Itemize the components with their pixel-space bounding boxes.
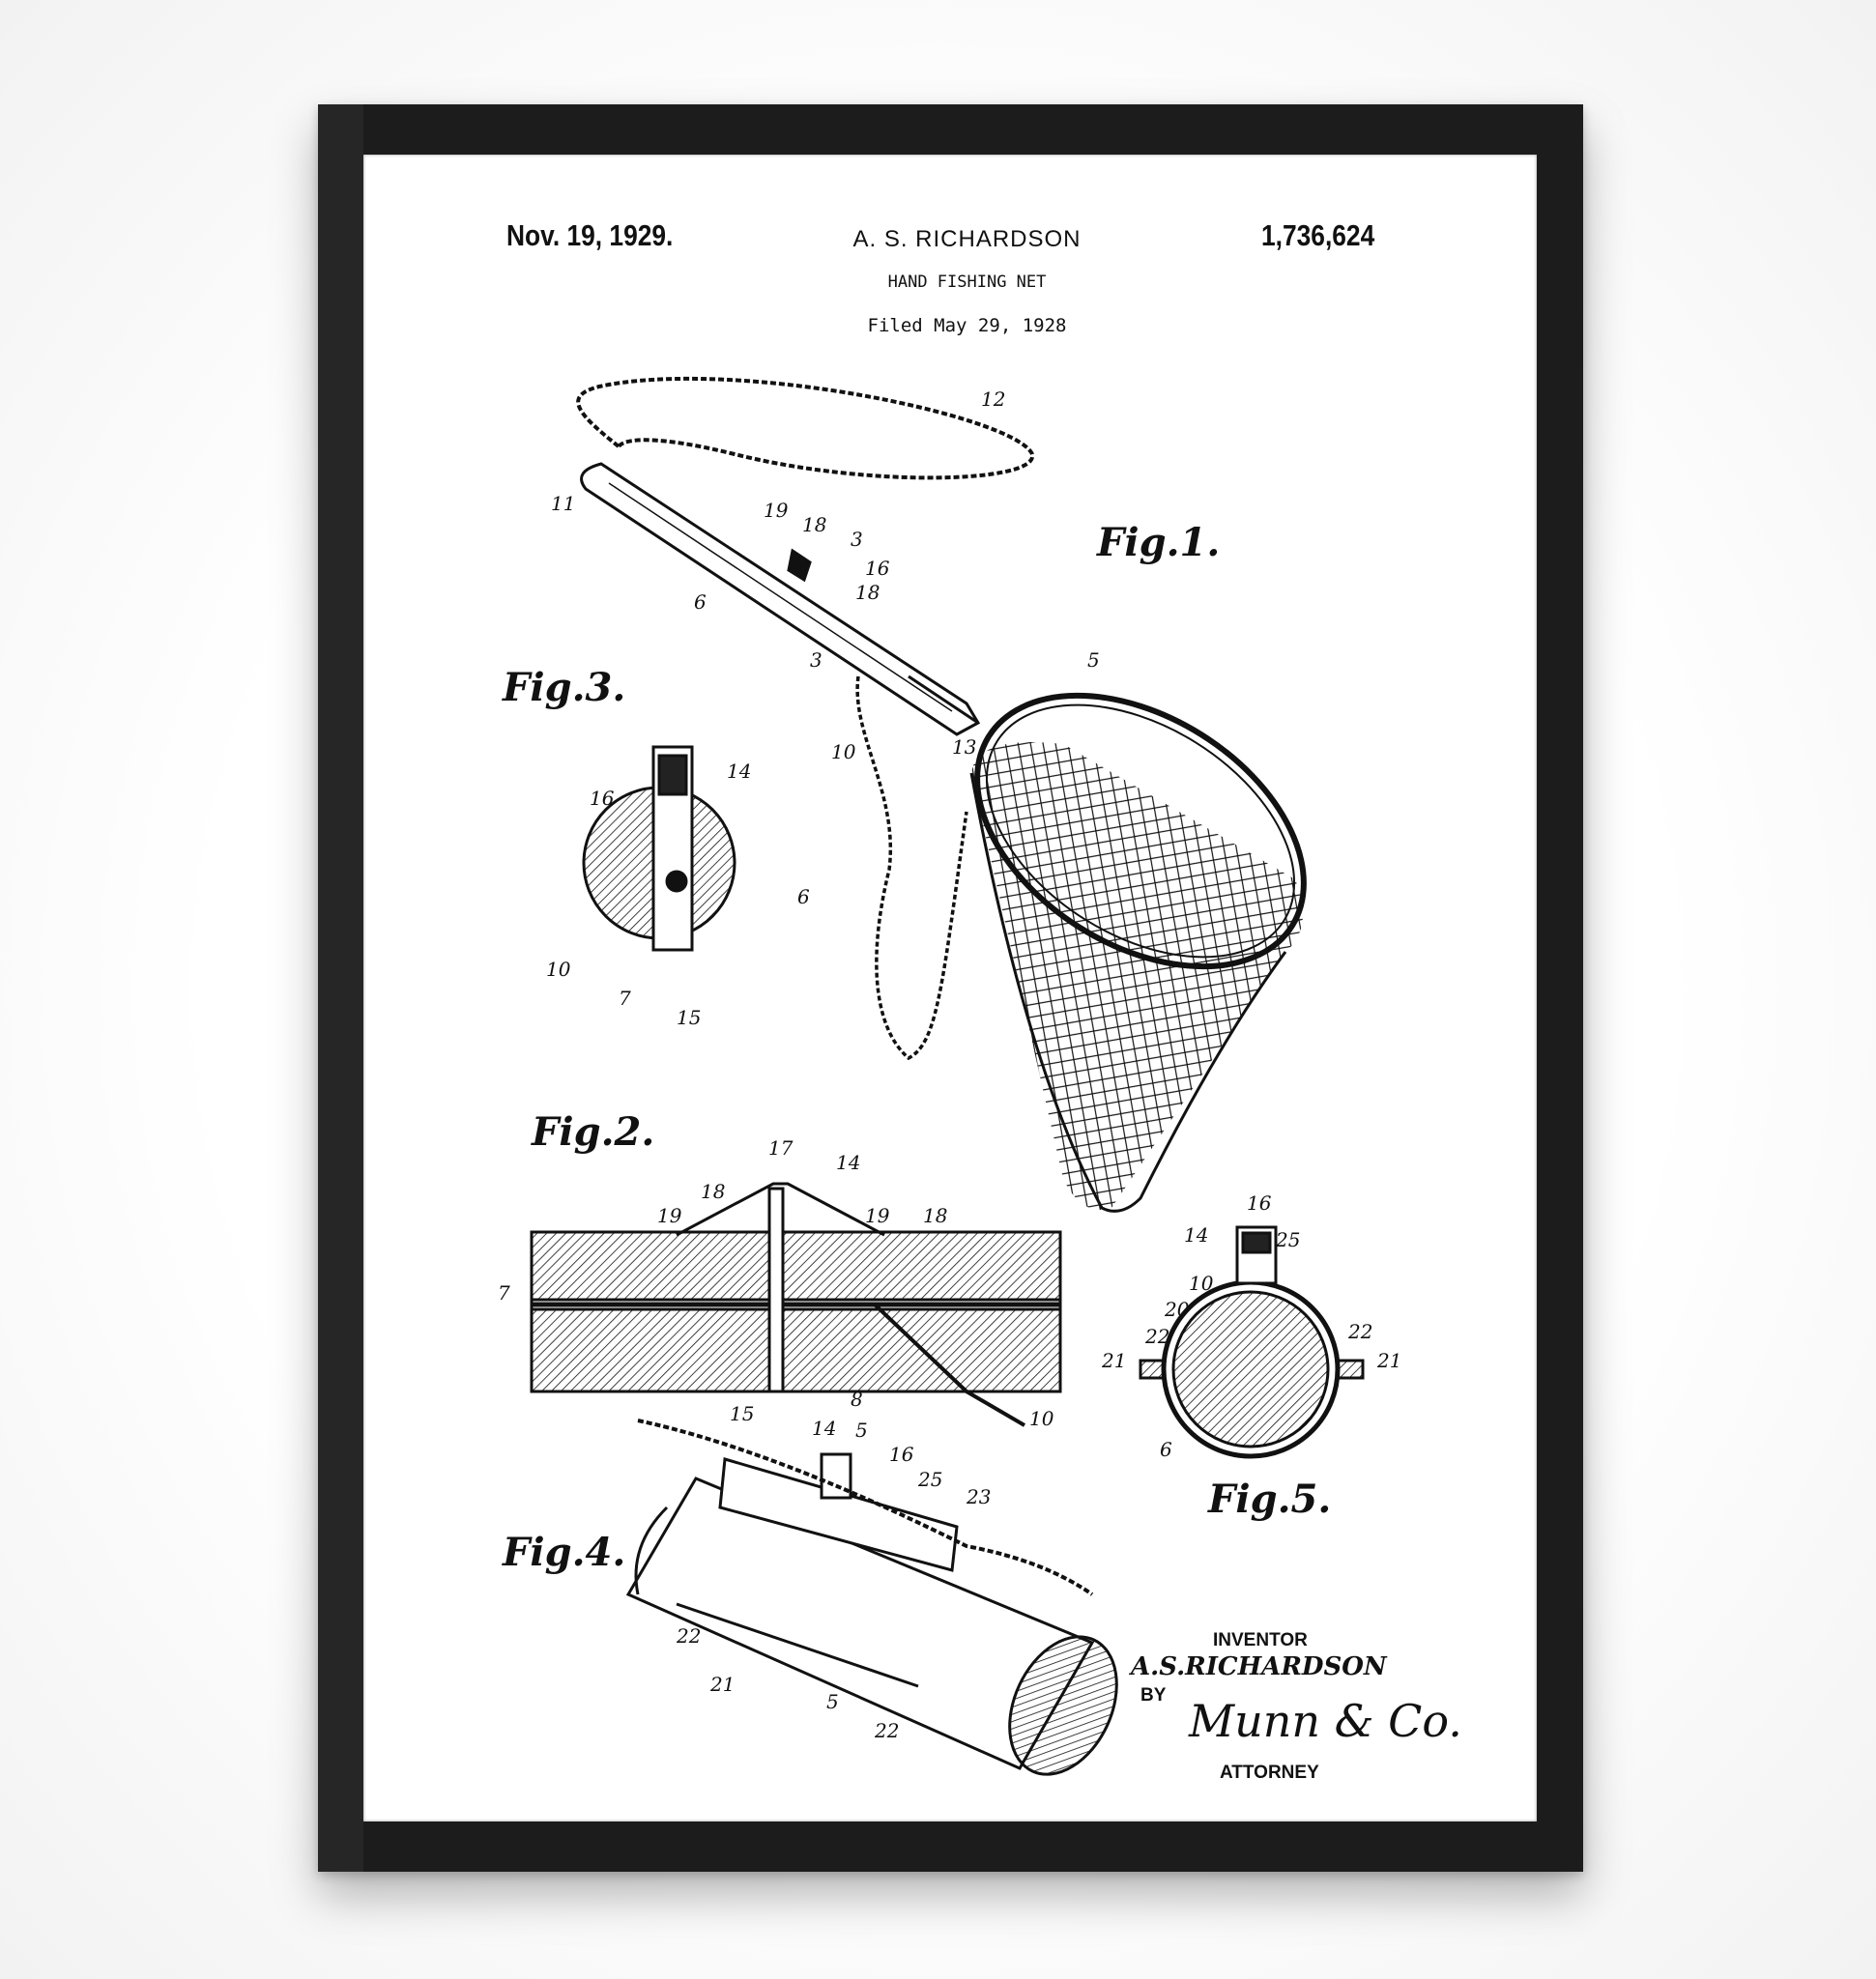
reference-numeral: 6 <box>694 590 707 614</box>
patent-date: Nov. 19, 1929. <box>506 218 674 252</box>
reference-numeral: 12 <box>981 387 1005 411</box>
reference-numeral: 25 <box>917 1468 942 1491</box>
reference-numeral: 13 <box>952 735 976 759</box>
reference-numeral: 3 <box>810 648 823 672</box>
figure-2-drawing <box>530 1182 1062 1427</box>
figure-5-drawing <box>1139 1225 1365 1459</box>
attorney-signature: Munn & Co. <box>1188 1695 1462 1747</box>
net-bag-outline <box>969 772 1287 1213</box>
reference-numeral: 10 <box>1029 1407 1054 1430</box>
reference-numeral: 5 <box>1087 648 1100 672</box>
reference-numeral: 21 <box>709 1673 735 1696</box>
inventor-header: A. S. RICHARDSON <box>852 226 1082 252</box>
lanyard-cord <box>576 376 1035 480</box>
reference-numeral: 10 <box>546 958 571 981</box>
by-label: BY <box>1140 1685 1167 1706</box>
reference-numeral: 14 <box>1184 1223 1208 1247</box>
figure-4-drawing <box>625 1419 1118 1776</box>
reference-numeral: 21 <box>1101 1349 1126 1372</box>
filed-date: Filed May 29, 1928 <box>867 315 1067 336</box>
reference-numeral: 6 <box>797 885 810 908</box>
reference-numeral: 18 <box>855 581 880 604</box>
figure-3-drawing <box>582 745 736 952</box>
reference-numeral: 8 <box>851 1388 863 1411</box>
reference-numeral: 22 <box>1347 1320 1372 1343</box>
reference-numeral: 16 <box>889 1443 914 1466</box>
reference-numeral: 19 <box>657 1204 682 1227</box>
inventor-signature: A.S.RICHARDSON <box>1128 1652 1388 1681</box>
reference-numeral: 6 <box>1160 1438 1172 1461</box>
reference-numeral: 22 <box>874 1719 899 1742</box>
reference-numeral: 7 <box>498 1281 510 1305</box>
tether-cord <box>855 675 968 1061</box>
reference-numeral: 19 <box>865 1204 890 1227</box>
reference-numeral: 18 <box>701 1180 725 1203</box>
fig-5-label: Fig.5. <box>1207 1477 1331 1522</box>
patent-number: 1,736,624 <box>1261 218 1375 252</box>
reference-numeral: 7 <box>619 987 631 1010</box>
fig-3-label: Fig.3. <box>502 665 625 710</box>
reference-numeral: 3 <box>851 528 863 551</box>
net-hoop <box>974 692 1307 970</box>
fig-2-label: Fig.2. <box>531 1109 654 1155</box>
reference-numeral: 23 <box>966 1485 991 1508</box>
reference-numeral: 22 <box>676 1624 701 1648</box>
reference-numeral: 15 <box>677 1006 701 1029</box>
reference-numeral: 5 <box>855 1419 868 1442</box>
reference-numeral: 11 <box>551 492 575 515</box>
reference-numeral: 10 <box>831 740 856 763</box>
reference-numeral: 14 <box>836 1151 860 1174</box>
reference-numeral: 25 <box>1275 1228 1300 1251</box>
inventor-label: INVENTOR <box>1213 1630 1308 1650</box>
reference-numeral: 19 <box>764 499 789 522</box>
attorney-label: ATTORNEY <box>1220 1763 1319 1783</box>
handle-clip <box>787 548 812 583</box>
reference-numeral: 14 <box>727 760 751 783</box>
reference-numeral: 16 <box>590 787 615 810</box>
reference-numeral: 18 <box>923 1204 947 1227</box>
reference-numeral: 15 <box>730 1402 754 1425</box>
reference-numeral: 21 <box>1376 1349 1401 1372</box>
reference-numeral: 10 <box>1189 1272 1214 1295</box>
reference-numeral: 14 <box>812 1417 836 1440</box>
patent-title: HAND FISHING NET <box>887 272 1047 292</box>
reference-numeral: 5 <box>826 1690 839 1713</box>
reference-numeral: 20 <box>1164 1298 1190 1321</box>
reference-numeral: 22 <box>1144 1325 1169 1348</box>
reference-numeral: 16 <box>865 557 890 580</box>
fig-1-label: Fig.1. <box>1096 520 1220 565</box>
signature-block: INVENTOR A.S.RICHARDSON BY Munn & Co. AT… <box>1128 1630 1462 1783</box>
fig-4-label: Fig.4. <box>502 1530 625 1575</box>
reference-numeral: 17 <box>768 1136 794 1160</box>
reference-numeral: 18 <box>802 513 826 536</box>
reference-numeral: 16 <box>1247 1191 1272 1215</box>
